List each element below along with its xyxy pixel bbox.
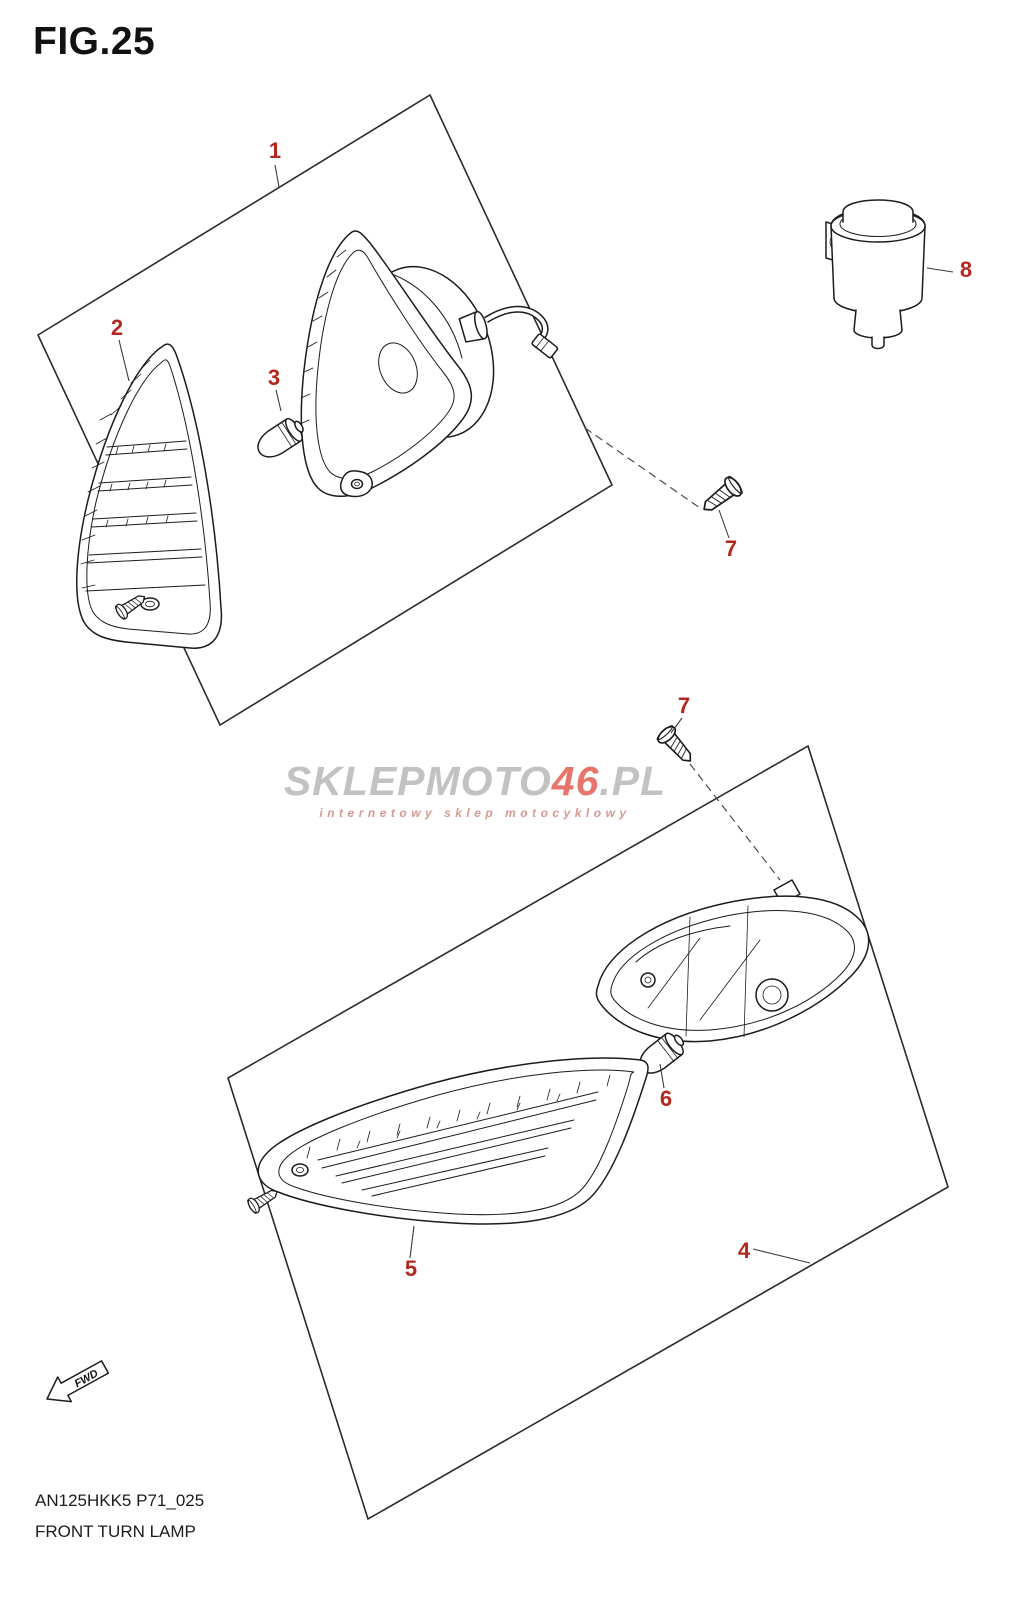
- lens-bottom-slat-ticks: [356, 1093, 561, 1149]
- screw-bottom: [654, 722, 699, 769]
- footer: AN125HKK5 P71_025 FRONT TURN LAMP: [35, 1486, 204, 1547]
- leader-line-6: [659, 1063, 665, 1089]
- callout-7-bottom: 7: [678, 693, 690, 718]
- assembly-box-bottom: [227, 744, 949, 1521]
- lens-top-slat-ticks: [105, 443, 169, 528]
- callout-2: 2: [111, 315, 123, 340]
- lens-top: [76, 343, 223, 649]
- callout-5: 5: [405, 1256, 417, 1281]
- leader-line-2: [118, 339, 130, 382]
- bulb-top: [251, 413, 310, 464]
- leader-line-8: [926, 267, 954, 273]
- leader-line-7-top: [718, 509, 730, 539]
- callout-3: 3: [268, 365, 280, 390]
- figure-title: FIG.25: [33, 20, 156, 63]
- lens-bottom: [257, 1057, 649, 1225]
- bulb-socket-top: [458, 310, 488, 343]
- footer-part-code: AN125HKK5 P71_025: [35, 1491, 205, 1510]
- leader-line-4: [752, 1248, 811, 1264]
- callout-6: 6: [660, 1086, 672, 1111]
- rim-hatch: [299, 249, 347, 425]
- lens-top-edge-hatch: [80, 359, 151, 589]
- fwd-label: FWD: [73, 1368, 101, 1391]
- dashed-line-bottom: [689, 763, 781, 881]
- callout-8: 8: [960, 257, 972, 282]
- relay: [825, 199, 926, 350]
- lens-bottom-edge-hatch: [306, 1074, 611, 1159]
- screw-top: [696, 473, 746, 519]
- lens-top-slats: [85, 440, 206, 592]
- leader-line-1: [274, 164, 280, 188]
- lamp-housing-bottom: [595, 879, 870, 1043]
- callout-4: 4: [738, 1238, 751, 1263]
- lens-bottom-slats: [317, 1091, 599, 1197]
- dashed-line-top: [584, 427, 701, 509]
- leader-line-5: [409, 1225, 415, 1259]
- lamp-housing-top: [299, 230, 559, 498]
- fwd-arrow: FWD: [46, 1360, 110, 1403]
- leader-line-3: [275, 389, 282, 412]
- leader-line-7-bottom: [670, 717, 683, 734]
- callout-1: 1: [269, 138, 281, 163]
- callout-7-top: 7: [725, 536, 737, 561]
- footer-part-name: FRONT TURN LAMP: [35, 1521, 196, 1541]
- wire-connector-top: [531, 333, 559, 359]
